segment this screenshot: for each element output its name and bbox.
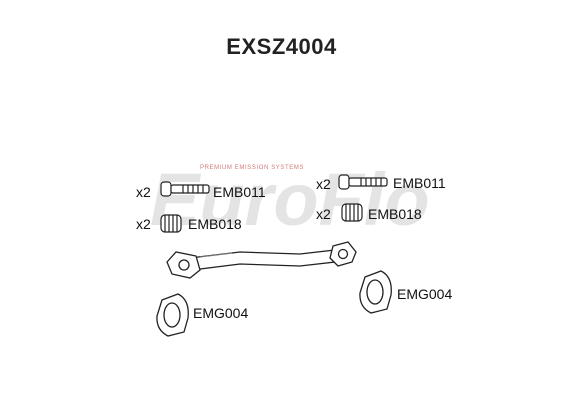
part-code-label: EMG004 (193, 305, 249, 321)
gasket-icon (156, 293, 189, 337)
part-code-label: EMB011 (393, 175, 446, 191)
spring-icon (341, 203, 363, 222)
qty-label: x2 (316, 176, 331, 192)
svg-text:EuroFlo: EuroFlo (150, 158, 430, 241)
exhaust-pipe (166, 241, 357, 279)
qty-label: x2 (316, 206, 331, 222)
part-code-label: EMG004 (397, 286, 453, 302)
watermark-tagline: PREMIUM EMISSION SYSTEMS (200, 165, 305, 171)
part-code-label: EMB011 (213, 184, 266, 200)
part-code-label: EMB018 (188, 216, 242, 232)
qty-label: x2 (136, 216, 151, 232)
spring-icon (160, 214, 182, 233)
bolt-icon (338, 174, 388, 190)
gasket-icon (359, 270, 392, 314)
qty-label: x2 (136, 184, 151, 200)
page-title: EXSZ4004 (226, 34, 337, 59)
part-code-label: EMB018 (368, 206, 422, 222)
bolt-icon (160, 181, 210, 197)
euroflo-watermark-logo: EuroFlo (150, 158, 430, 241)
